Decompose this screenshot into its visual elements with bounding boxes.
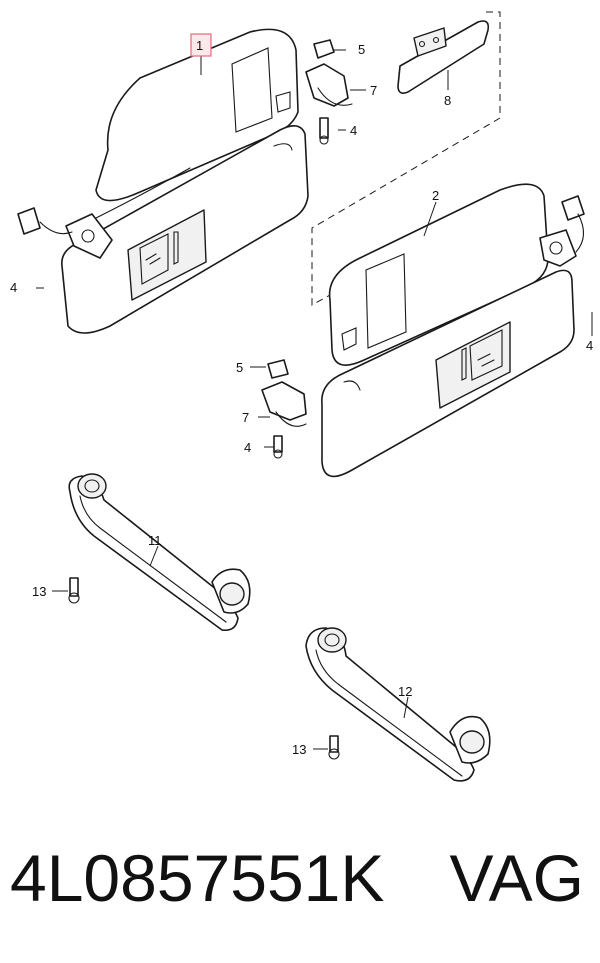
clip-assembly-middle bbox=[261, 359, 307, 459]
callout-11: 11 bbox=[148, 533, 162, 548]
callout-8: 8 bbox=[444, 93, 451, 108]
grab-handle-12 bbox=[305, 627, 491, 782]
sun-visor-right bbox=[321, 183, 585, 478]
grab-handle-11 bbox=[68, 473, 251, 632]
callout-4-top: 4 bbox=[350, 123, 357, 138]
callout-13-upper: 13 bbox=[32, 584, 46, 599]
callout-5-top: 5 bbox=[358, 42, 365, 57]
callout-7-top: 7 bbox=[370, 83, 377, 98]
brand-label: VAG bbox=[449, 841, 584, 915]
callout-4-left: 4 bbox=[10, 280, 17, 295]
part-number: 4L0857551K bbox=[10, 841, 385, 915]
callout-1-highlight-box bbox=[190, 33, 212, 57]
callout-12: 12 bbox=[398, 684, 412, 699]
dashed-group-frame bbox=[311, 11, 501, 306]
callout-5-middle: 5 bbox=[236, 360, 243, 375]
callout-13-lower: 13 bbox=[292, 742, 306, 757]
callout-2: 2 bbox=[432, 188, 439, 203]
clip-assembly-top bbox=[305, 39, 353, 145]
part-8-strip bbox=[397, 20, 490, 94]
footer: 4L0857551K VAG bbox=[0, 840, 600, 950]
callout-4-right: 4 bbox=[586, 338, 593, 353]
sun-visor-left bbox=[17, 28, 309, 334]
callout-1: 1 bbox=[196, 38, 203, 53]
callout-7-middle: 7 bbox=[242, 410, 249, 425]
callout-4-middle: 4 bbox=[244, 440, 251, 455]
parts-diagram: 1 2 4 4 4 4 5 5 7 7 8 11 12 13 13 bbox=[10, 11, 593, 782]
